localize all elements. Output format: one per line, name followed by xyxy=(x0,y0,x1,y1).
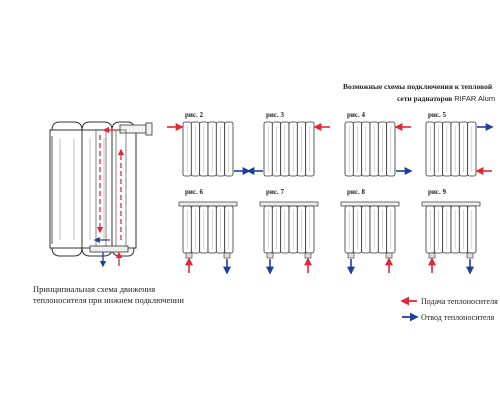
figure-label: рис. 4 xyxy=(347,111,366,119)
top-collector xyxy=(178,201,238,207)
principle-flow-arrows xyxy=(93,126,125,268)
diagram-title-text: сети радиаторов xyxy=(397,94,453,103)
connection-schemes xyxy=(167,121,494,275)
figure-label: рис. 5 xyxy=(428,111,447,119)
figure-label: рис. 7 xyxy=(266,188,285,196)
bottom-valve xyxy=(185,252,193,259)
bottom-valve xyxy=(466,252,474,259)
legend-supply-label: Подача теплоносителя xyxy=(421,297,498,306)
principle-caption-line2: теплоносителя при нижнем подключении xyxy=(33,295,184,305)
figure-label: рис. 3 xyxy=(266,111,285,119)
principle-radiator xyxy=(49,121,153,257)
diagram-title: Возможные схемы подключения к тепловой xyxy=(343,82,493,91)
bottom-valve xyxy=(428,252,436,259)
figure-label: рис. 6 xyxy=(185,188,204,196)
bottom-valve xyxy=(347,252,355,259)
top-collector xyxy=(340,201,400,207)
top-collector xyxy=(259,201,319,207)
legend-return-label: Отвод теплоносителя xyxy=(421,313,495,322)
principle-caption-line1: Принципиальная схема движения xyxy=(33,284,156,294)
figure-label: рис. 8 xyxy=(347,188,366,196)
diagram-title-line2: сети радиаторов RIFAR Alum xyxy=(397,94,495,103)
bottom-valve xyxy=(304,252,312,259)
bottom-valve xyxy=(266,252,274,259)
figure-label: рис. 2 xyxy=(185,111,204,119)
bottom-valve xyxy=(223,252,231,259)
figure-label: рис. 9 xyxy=(428,188,447,196)
bottom-valve xyxy=(385,252,393,259)
brand-name: RIFAR Alum xyxy=(454,94,496,103)
top-collector xyxy=(421,201,481,207)
